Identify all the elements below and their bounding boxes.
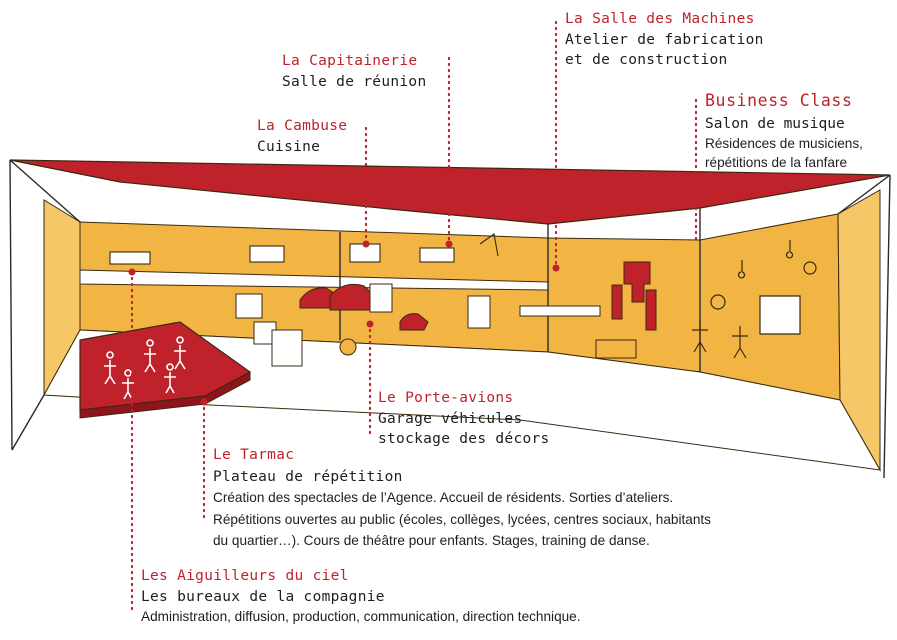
aiguilleurs-title: Les Aiguilleurs du ciel [141, 568, 349, 584]
business-class-title: Business Class [705, 91, 853, 110]
dancers [104, 336, 186, 400]
cambuse-title: La Cambuse [257, 118, 348, 134]
salle-machines-title: La Salle des Machines [565, 11, 755, 27]
aiguilleurs-subtitle: Les bureaux de la compagnie [141, 589, 385, 605]
stored-decor [235, 283, 491, 367]
capitainerie-title: La Capitainerie [282, 53, 418, 69]
garage-vehicles [299, 283, 429, 356]
music-room [692, 240, 817, 359]
business-class-subtitle: Salon de musique [705, 116, 845, 132]
tarmac-detail-3: du quartier…). Cours de théâtre pour enf… [213, 533, 650, 548]
mezzanine-people [109, 233, 499, 265]
structure-frame [9, 159, 891, 479]
aiguilleurs-detail: Administration, diffusion, production, c… [141, 609, 581, 624]
machines-workshop [519, 261, 657, 359]
business-class-detail-1: Résidences de musiciens, [705, 136, 863, 151]
tarmac-detail-2: Répétitions ouvertes au public (écoles, … [213, 512, 711, 527]
salle-machines-subtitle-1: Atelier de fabrication [565, 32, 764, 48]
business-class-detail-2: répétitions de la fanfare [705, 155, 848, 170]
ground-floor [43, 329, 881, 471]
salle-machines-subtitle-2: et de construction [565, 52, 728, 68]
anchor-dots [128, 240, 560, 406]
porte-avions-subtitle-2: stockage des décors [378, 431, 550, 447]
tarmac-detail-1: Création des spectacles de l’Agence. Acc… [213, 490, 674, 505]
tarmac-title: Le Tarmac [213, 447, 295, 463]
tarmac-stage-edge [79, 371, 251, 419]
capitainerie-subtitle: Salle de réunion [282, 74, 427, 90]
porte-avions-subtitle-1: Garage véhicules [378, 411, 523, 427]
tarmac-subtitle: Plateau de répétition [213, 469, 403, 485]
porte-avions-title: Le Porte-avions [378, 390, 514, 406]
leader-lines [130, 20, 698, 614]
cambuse-subtitle: Cuisine [257, 139, 321, 155]
